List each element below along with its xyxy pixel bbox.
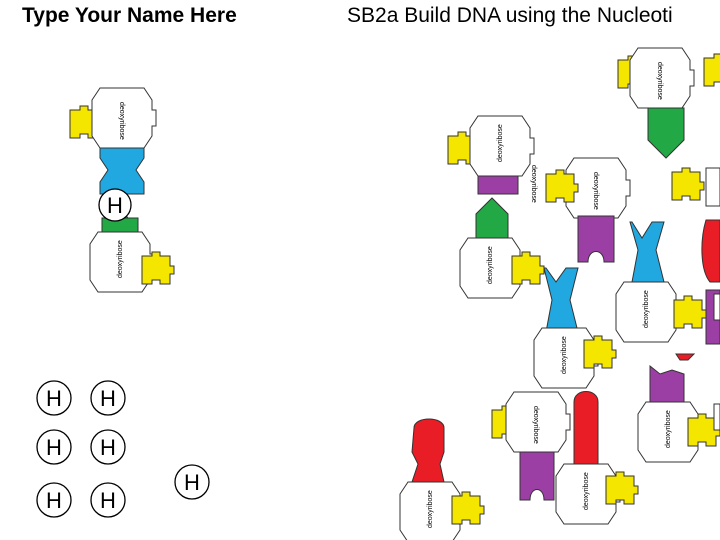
sugar-piece[interactable]: deoxyribose [565, 157, 631, 219]
nucleotide-piece[interactable]: deoxyribose [615, 221, 707, 343]
sugar-label: deoxyribose [583, 472, 590, 510]
hydrogen-label: H [100, 488, 116, 513]
sugar-label: deoxyribose [643, 290, 650, 328]
phosphate-piece[interactable] [673, 295, 707, 329]
hydrogen-label: H [46, 435, 62, 460]
nucleotide-piece[interactable]: deoxyribose [459, 197, 545, 299]
thymine-base[interactable] [701, 219, 720, 283]
page-title: SB2a Build DNA using the Nucleoti [347, 4, 673, 27]
phosphate-piece[interactable] [605, 471, 639, 505]
hydrogen-label: H [184, 470, 200, 495]
sugar-label: deoxyribose [427, 490, 434, 528]
sugar-piece[interactable]: deoxyribose [505, 391, 571, 453]
adenine-base[interactable] [99, 147, 145, 195]
nucleotide-piece[interactable]: deoxyribose [399, 418, 485, 540]
nucleotide-piece[interactable]: deoxyribose [555, 391, 639, 525]
phosphate-piece[interactable] [511, 251, 545, 285]
sugar-fragment [713, 293, 720, 321]
hydrogen-label: H [107, 193, 123, 218]
sugar-piece[interactable]: deoxyribose [533, 327, 599, 389]
phosphate-piece[interactable] [545, 169, 579, 203]
hydrogen-bond-badge[interactable]: H [36, 429, 72, 465]
built-nucleotide-top[interactable]: deoxyribose [69, 87, 157, 195]
sugar-label: deoxyribose [118, 102, 125, 140]
hydrogen-bond-badge[interactable]: H [98, 188, 132, 222]
cytosine-base[interactable] [475, 197, 509, 245]
nucleotide-piece[interactable] [671, 167, 720, 283]
sugar-label: deoxyribose [561, 336, 568, 374]
nucleotide-piece[interactable]: deoxyribose [533, 267, 617, 389]
guanine-base[interactable] [477, 175, 519, 195]
sugar-label: deoxyribose [530, 165, 537, 203]
adenine-base[interactable] [629, 221, 665, 283]
nucleotide-piece[interactable]: deoxyribose [545, 157, 631, 263]
hydrogen-label: H [46, 386, 62, 411]
hydrogen-label: H [46, 488, 62, 513]
sugar-fragment [713, 403, 720, 431]
sugar-label: deoxyribose [656, 62, 663, 100]
sugar-piece[interactable]: deoxyribose [399, 481, 465, 540]
phosphate-piece[interactable] [703, 53, 720, 87]
sugar-piece[interactable]: deoxyribose [91, 87, 157, 149]
phosphate-piece[interactable] [451, 491, 485, 525]
sugar-piece[interactable]: deoxyribose [89, 231, 155, 293]
nucleotide-piece[interactable]: deoxyribose [637, 364, 720, 463]
sugar-piece[interactable]: deoxyribose [637, 401, 703, 463]
hydrogen-bond-badge[interactable]: H [90, 429, 126, 465]
hydrogen-bond-badge[interactable]: H [36, 482, 72, 518]
hydrogen-bond-badge[interactable]: H [90, 482, 126, 518]
adenine-base[interactable] [543, 267, 579, 333]
sugar-piece[interactable]: deoxyribose [615, 281, 681, 343]
sugar-label: deoxyribose [117, 240, 124, 278]
hydrogen-label: H [100, 386, 116, 411]
sugar-piece[interactable]: deoxyribose [629, 47, 695, 109]
sugar-piece[interactable]: deoxyribose [469, 115, 535, 177]
sugar-piece[interactable]: deoxyribose [459, 237, 525, 299]
student-name-field[interactable]: Type Your Name Here [22, 4, 237, 27]
hydrogen-bond-badge[interactable]: H [90, 380, 126, 416]
hydrogen-bond-badge[interactable]: H [36, 380, 72, 416]
nucleotide-piece[interactable]: deoxyribose deoxyribose [447, 115, 537, 203]
hydrogen-label: H [100, 435, 116, 460]
phosphate-piece[interactable] [671, 167, 705, 201]
cytosine-base[interactable] [647, 107, 685, 159]
sugar-label: deoxyribose [497, 124, 504, 162]
nucleotide-piece[interactable]: deoxyribose [617, 47, 695, 159]
phosphate-piece[interactable] [583, 335, 617, 369]
thymine-base[interactable] [411, 418, 445, 483]
thymine-base[interactable] [573, 391, 599, 471]
sugar-piece[interactable]: deoxyribose [555, 463, 621, 525]
hydrogen-bond-badge[interactable]: H [174, 464, 210, 500]
thymine-fragment [675, 353, 696, 361]
sugar-label: deoxyribose [487, 246, 494, 284]
guanine-base[interactable] [519, 451, 555, 501]
sugar-piece[interactable] [705, 167, 720, 207]
phosphate-piece[interactable] [141, 251, 175, 285]
sugar-label: deoxyribose [665, 410, 672, 448]
sugar-label: deoxyribose [592, 172, 599, 210]
guanine-base[interactable] [577, 215, 615, 263]
sugar-label: deoxyribose [532, 406, 539, 444]
nucleotide-piece[interactable]: deoxyribose [491, 391, 571, 501]
built-nucleotide-bottom[interactable]: deoxyribose [89, 207, 175, 293]
